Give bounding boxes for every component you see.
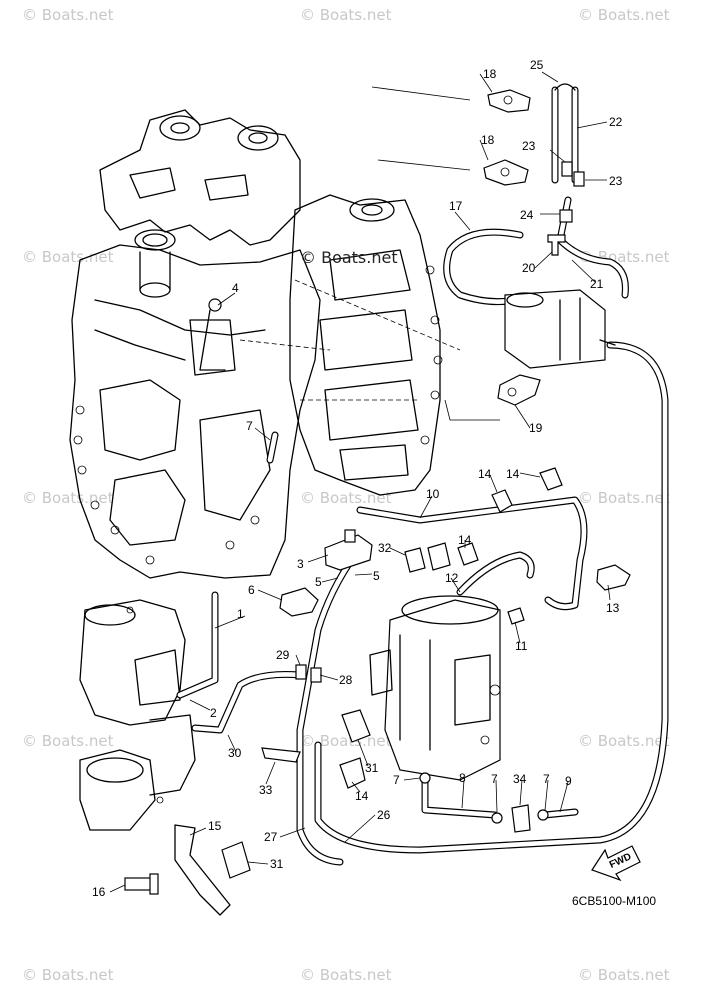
callout-20: 20 [522, 261, 536, 275]
engine-block-illustration [69, 109, 321, 579]
callout-30: 30 [228, 746, 242, 760]
watermark-mid-left: © Boats.net [22, 248, 114, 266]
callout-labels: 1 2 3 4 5 5 6 7 7 7 7 8 9 10 11 12 13 14… [92, 58, 623, 899]
callout-11: 11 [515, 639, 528, 653]
watermark-bottom-center: © Boats.net [300, 966, 392, 984]
watermark-row3-left: © Boats.net [22, 489, 114, 507]
callout-29: 29 [276, 648, 290, 662]
callout-8: 8 [459, 771, 466, 785]
diagram-code: 6CB5100-M100 [572, 894, 656, 908]
lower-engine-illustration [79, 599, 196, 831]
callout-31-mid: 31 [365, 761, 379, 775]
watermark-top-right: © Boats.net [578, 6, 670, 24]
callout-25: 25 [530, 58, 544, 72]
callout-10: 10 [426, 487, 440, 501]
callout-2: 2 [210, 706, 217, 720]
callout-14-upper: 14 [478, 467, 492, 481]
callout-6: 6 [248, 583, 255, 597]
callout-7-upper-left: 7 [246, 419, 253, 433]
callout-16: 16 [92, 885, 106, 899]
callout-14-lower: 14 [355, 789, 369, 803]
callout-7-tank: 7 [393, 773, 400, 787]
canister-illustration [504, 289, 616, 369]
callout-15: 15 [208, 819, 222, 833]
callout-23-right: 23 [609, 174, 623, 188]
callout-18-lower: 18 [481, 133, 495, 147]
callout-28: 28 [339, 673, 353, 687]
watermark-row3-right: © Boats.net [578, 489, 670, 507]
callout-34: 34 [513, 772, 527, 786]
callout-24: 24 [520, 208, 534, 222]
watermark-row3-center: © Boats.net [300, 489, 392, 507]
fuel-hoses [176, 83, 669, 866]
watermark-row4-left: © Boats.net [22, 732, 114, 750]
callout-13: 13 [606, 601, 620, 615]
callout-18-top: 18 [483, 67, 497, 81]
watermark-top-left: © Boats.net [22, 6, 114, 24]
callout-31-bottom: 31 [270, 857, 284, 871]
callout-7-bottom-mid: 7 [491, 772, 498, 786]
callout-17: 17 [449, 199, 463, 213]
callout-3: 3 [297, 557, 304, 571]
watermark-top-center: © Boats.net [300, 6, 392, 24]
callout-5-left: 5 [315, 575, 322, 589]
callout-23-upper: 23 [522, 139, 536, 153]
watermark-bottom-left: © Boats.net [22, 966, 114, 984]
callout-19: 19 [529, 421, 543, 435]
watermark-center: © Boats.net [300, 248, 398, 267]
watermark-row4-right: © Boats.net [578, 732, 670, 750]
clamps-and-fittings [124, 89, 631, 916]
callout-5-right: 5 [373, 569, 380, 583]
callout-4: 4 [232, 281, 239, 295]
cylinder-head-illustration [239, 194, 461, 496]
callout-14-mid: 14 [458, 533, 472, 547]
callout-1: 1 [237, 607, 244, 621]
callout-26: 26 [377, 808, 391, 822]
callout-14-upper-right: 14 [506, 467, 520, 481]
callout-7-bottom-right: 7 [543, 772, 550, 786]
watermarks: © Boats.net © Boats.net © Boats.net © Bo… [22, 6, 670, 984]
callout-33: 33 [259, 783, 273, 797]
callout-9: 9 [565, 774, 572, 788]
vapor-separator-tank-illustration [369, 595, 501, 781]
callout-12: 12 [445, 571, 459, 585]
callout-22: 22 [609, 115, 623, 129]
callout-32: 32 [378, 541, 392, 555]
leader-lines [109, 71, 611, 893]
watermark-row4-center: © Boats.net [300, 732, 392, 750]
callout-27: 27 [264, 830, 278, 844]
watermark-bottom-right: © Boats.net [578, 966, 670, 984]
callout-21: 21 [590, 277, 604, 291]
fwd-arrow: FWD [591, 845, 641, 882]
